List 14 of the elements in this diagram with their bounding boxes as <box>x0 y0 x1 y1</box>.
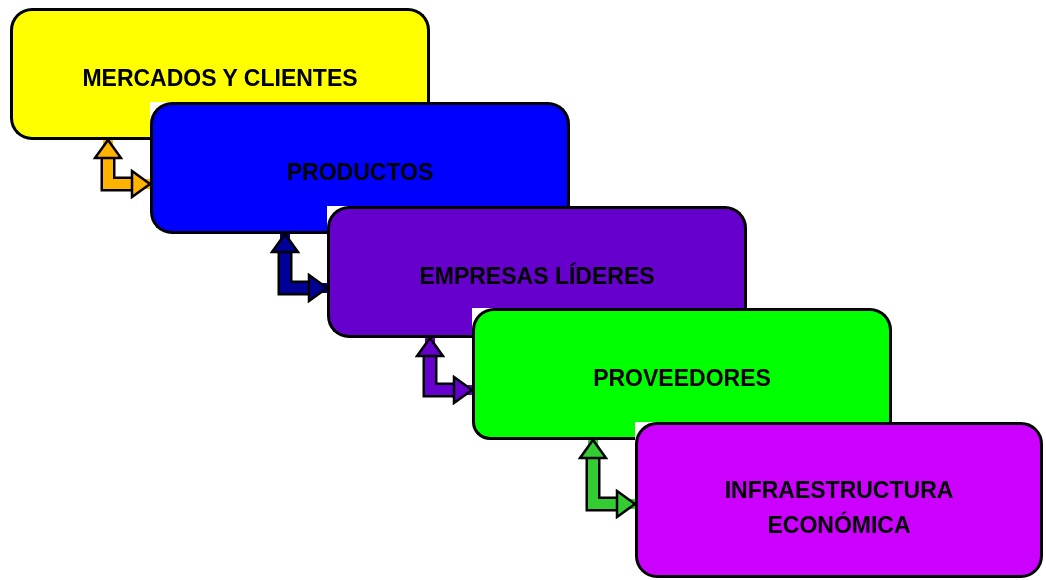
bent-double-arrow <box>415 336 474 405</box>
process-box <box>635 422 1043 578</box>
bent-double-arrow <box>578 438 637 519</box>
box-label: INFRAESTRUCTURA ECONÓMICA <box>723 476 955 540</box>
box-label: MERCADOS Y CLIENTES <box>81 64 359 93</box>
process-box <box>472 308 892 422</box>
box-label: PROVEEDORES <box>592 364 772 393</box>
process-box <box>10 8 430 102</box>
process-box <box>327 206 747 308</box>
box-label: EMPRESAS LÍDERES <box>418 261 656 291</box>
bent-double-arrow <box>270 232 329 303</box>
box-label: PRODUCTOS <box>285 158 435 187</box>
bent-double-arrow <box>93 138 152 199</box>
process-box <box>150 102 570 206</box>
